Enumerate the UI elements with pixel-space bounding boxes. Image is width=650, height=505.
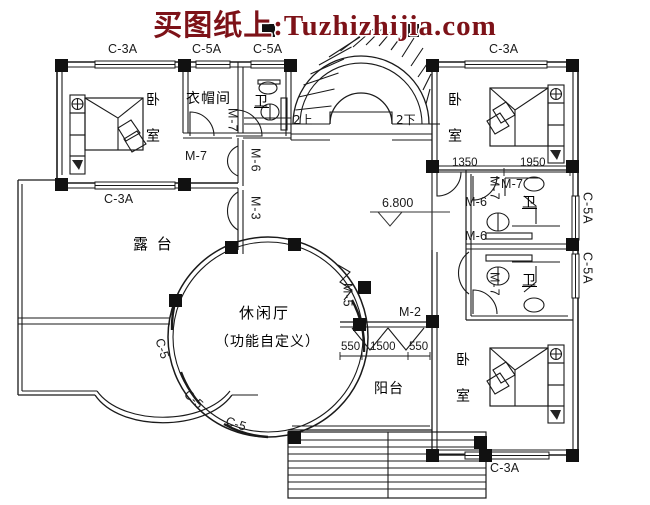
door-label-closet-m7: M-7 [185, 149, 208, 163]
room-label-bedroom-top-right: 卧 室 [446, 92, 462, 145]
window-label-c3a-bottom-right: C-3A [490, 461, 520, 475]
dimension-balcony-right: 550 [409, 341, 429, 353]
dimension-right-bed-b: 1950 [520, 157, 546, 169]
room-label-bath-mid-lower: 卫 [522, 273, 537, 289]
window-label-c5a-right-upper: C-5A [580, 192, 595, 225]
window-label-c5a-right-lower: C-5A [580, 252, 595, 285]
dimension-balcony-left: 550 [341, 341, 361, 353]
columns [55, 24, 579, 462]
room-label-leisure-hall-sub: （功能自定义） [215, 334, 320, 350]
elevation-marker: 6.800 [382, 196, 414, 210]
room-label-closet: 衣帽间 [186, 91, 231, 107]
room-label-bath-mid-upper: 卫 [522, 195, 537, 211]
door-label-right-bed-m7: M-7 [501, 177, 524, 191]
door-label-right-bath-m7-lower: M-7 [487, 272, 502, 297]
room-label-bedroom-bottom-right: 卧 室 [454, 352, 470, 405]
stair-label-up: 2上 [293, 113, 313, 127]
room-label-balcony: 阳台 [374, 381, 404, 397]
door-label-right-m6-upper: M-6 [465, 195, 488, 209]
door-label-closet-inner-m7: M-7 [225, 108, 240, 133]
window-label-c5a-closet: C-5A [192, 42, 222, 56]
dimension-right-bed-a: 1350 [452, 157, 478, 169]
room-label-leisure-hall: 休闲厅 [239, 304, 291, 322]
door-label-right-bath-m7-upper: M-7 [487, 176, 502, 201]
room-label-terrace: 露 台 [133, 235, 174, 253]
door-label-hall-m6: M-6 [248, 148, 263, 173]
window-label-c5a-bath: C-5A [253, 42, 283, 56]
dimension-balcony-mid: 1500 [370, 341, 396, 353]
door-label-hall-m3: M-3 [248, 196, 263, 221]
window-label-c3a-top-left: C-3A [108, 42, 138, 56]
stair-label-down: 2下 [396, 113, 416, 127]
door-label-right-m6-lower: M-6 [465, 229, 488, 243]
door-label-hall-m5: M-5 [340, 283, 355, 308]
room-label-bath-top: 卫 [254, 94, 269, 110]
window-label-c3a-top-right: C-3A [489, 42, 519, 56]
door-label-balcony-m2: M-2 [399, 305, 422, 319]
room-label-bedroom-top-left: 卧 室 [144, 92, 160, 145]
window-label-c3a-terrace: C-3A [104, 192, 134, 206]
